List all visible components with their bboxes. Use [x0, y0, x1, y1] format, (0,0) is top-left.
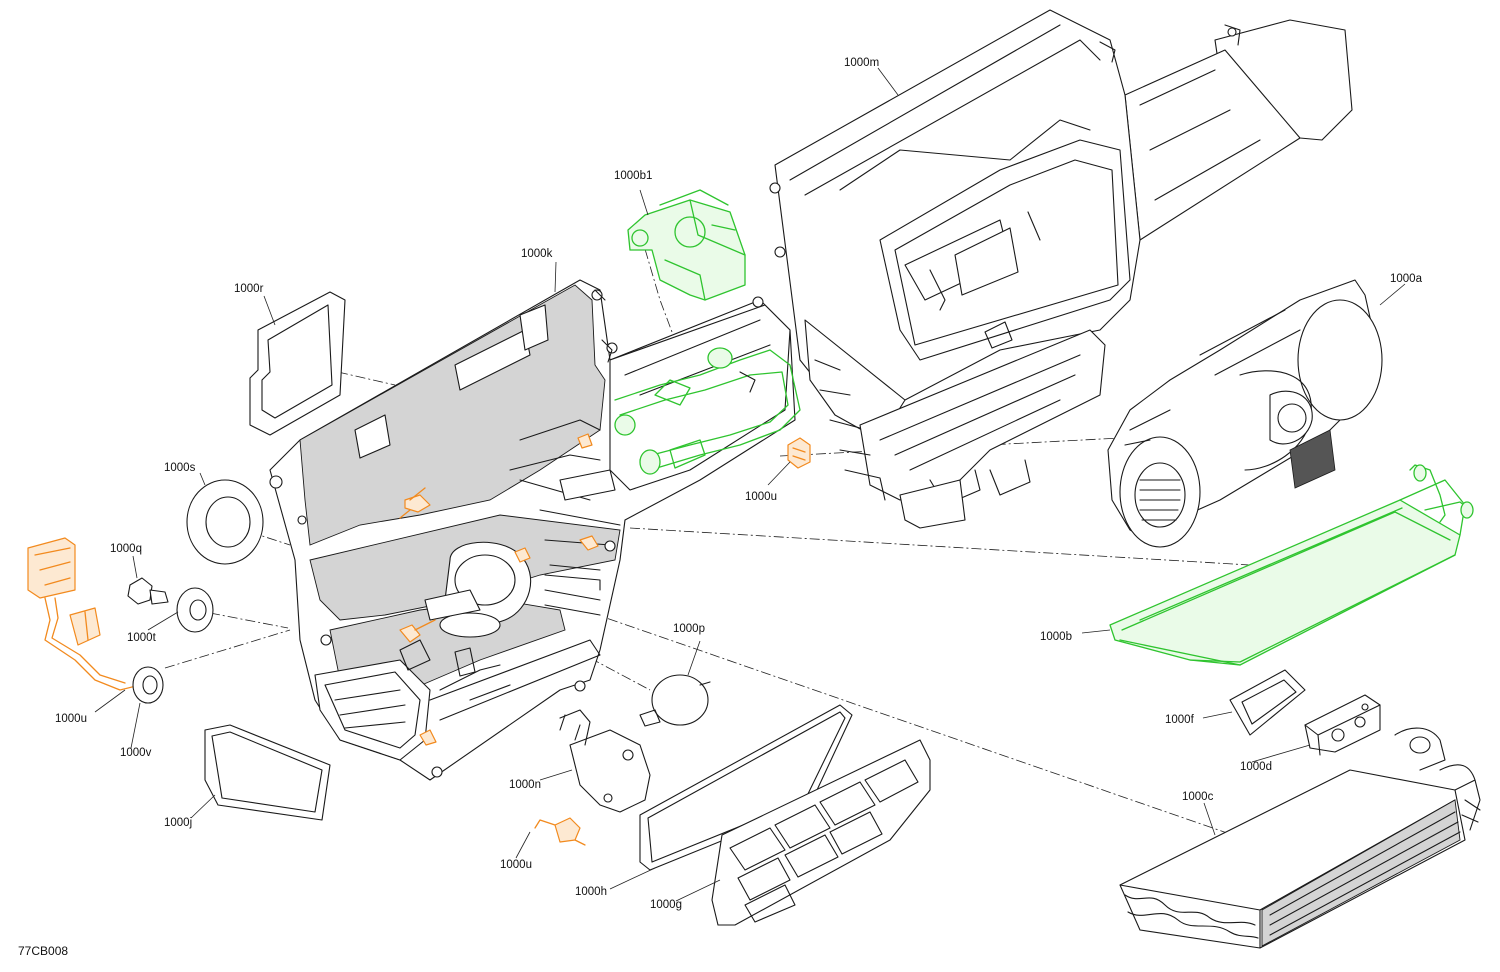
- part-heater-core-b: [1109, 464, 1474, 666]
- part-clip-u-lower: [534, 817, 586, 846]
- callout-1000t: 1000t: [127, 632, 157, 644]
- part-blower-a: [1107, 279, 1383, 548]
- part-panel-j: [204, 724, 331, 821]
- callout-1000a: 1000a: [1390, 273, 1423, 285]
- callout-1000r: 1000r: [234, 283, 264, 295]
- part-actuator-n: [559, 709, 651, 813]
- callout-1000k: 1000k: [521, 248, 553, 260]
- callout-1000u-left: 1000u: [55, 713, 87, 725]
- part-actuator-b1: [627, 189, 746, 301]
- callout-1000n: 1000n: [509, 779, 541, 791]
- callout-1000v: 1000v: [120, 747, 152, 759]
- callout-1000p: 1000p: [673, 623, 705, 635]
- callout-1000m: 1000m: [844, 57, 879, 69]
- leader-lines: [94, 67, 1406, 902]
- callout-1000g: 1000g: [650, 899, 682, 911]
- callout-1000j: 1000j: [164, 817, 192, 829]
- part-housing-upper: [769, 9, 1353, 529]
- part-seal-t: [176, 587, 214, 633]
- part-case-fasteners: [399, 433, 599, 746]
- callout-1000d: 1000d: [1240, 761, 1272, 773]
- part-cap-p: [639, 674, 711, 727]
- part-harness-u: [27, 537, 141, 691]
- callout-1000f: 1000f: [1165, 714, 1195, 726]
- part-grommet-v: [132, 666, 164, 704]
- callout-1000q: 1000q: [110, 543, 142, 555]
- part-case-main: [269, 279, 796, 781]
- alignment-lines: [164, 231, 1306, 861]
- part-block-d: [1304, 694, 1446, 771]
- callout-1000s: 1000s: [164, 462, 196, 474]
- drawing-code: 77CB008: [18, 944, 68, 958]
- callout-1000b: 1000b: [1040, 631, 1072, 643]
- part-plug-q: [127, 577, 169, 605]
- callout-1000b1: 1000b1: [614, 170, 652, 182]
- callout-1000u-center: 1000u: [745, 491, 777, 503]
- callout-1000c: 1000c: [1182, 791, 1214, 803]
- part-evaporator-c: [1119, 764, 1481, 949]
- part-valve-pipes: [614, 347, 801, 475]
- part-gasket-r: [249, 291, 346, 436]
- callout-1000h: 1000h: [575, 886, 607, 898]
- part-clip-u-center: [787, 437, 811, 469]
- callout-labels: 1000m 1000a 1000b1 1000k 1000r 1000s 100…: [18, 57, 1423, 958]
- part-grille-g: [711, 739, 931, 926]
- callout-1000u-lower: 1000u: [500, 859, 532, 871]
- part-gasket-f: [1229, 669, 1306, 736]
- part-ring-s: [186, 479, 264, 565]
